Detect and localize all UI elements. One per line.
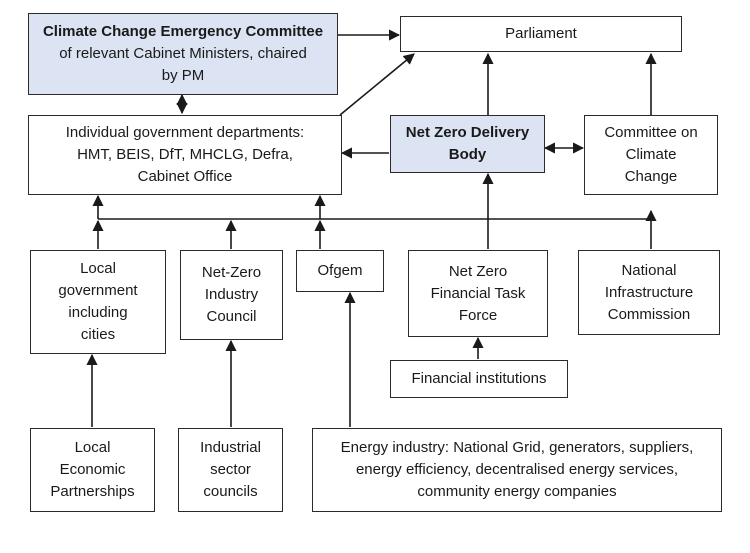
node-committee-on-climate-change: Committee on Climate Change [584,115,718,195]
departments-line-1: Individual government departments: [65,124,305,141]
ccc-line-2: Climate [625,146,677,163]
industrycouncil-line-3: Council [206,308,257,325]
node-ofgem: Ofgem [296,250,384,292]
arrow-departments-to-parliament [339,53,415,116]
taskforce-line-1: Net Zero [448,262,508,280]
energy-line-2: energy efficiency, decentralised energy … [355,461,679,478]
node-local-economic-partnerships: Local Economic Partnerships [30,428,155,512]
nic-line-1: National [621,261,677,279]
node-net-zero-industry-council: Net-Zero Industry Council [180,250,283,340]
node-local-government: Local government including cities [30,250,166,354]
localgov-line-2: government [58,282,138,299]
sectorcouncils-line-1: Industrial [200,439,261,456]
ccec-title: Climate Change Emergency Committee [42,23,324,40]
ccec-line-1: of relevant Cabinet Ministers, chaired [59,45,307,62]
netzero-body-title-2: Body [448,146,487,163]
node-net-zero-delivery-body: Net Zero Delivery Body [390,115,545,173]
node-national-infrastructure-commission: National Infrastructure Commission [578,250,720,335]
industrycouncil-line-1: Net-Zero [201,264,262,281]
taskforce-line-3: Force [458,306,498,324]
ccc-line-1: Committee on [604,124,698,141]
sectorcouncils-line-3: councils [203,483,258,500]
energy-line-3: community energy companies [417,483,617,500]
node-parliament: Parliament [400,16,682,52]
node-industrial-sector-councils: Industrial sector councils [178,428,283,512]
localgov-line-4: cities [80,326,116,343]
taskforce-line-2: Financial Task [430,284,526,302]
node-financial-institutions: Financial institutions [390,360,568,398]
leps-line-1: Local [74,439,111,456]
ofgem-label: Ofgem [317,262,363,279]
localgov-line-3: including [68,304,128,321]
leps-line-3: Partnerships [50,483,135,500]
departments-line-3: Cabinet Office [137,168,233,185]
institutions-label: Financial institutions [411,370,547,387]
departments-line-2: HMT, BEIS, DfT, MHCLG, Defra, [77,146,293,163]
nic-line-3: Commission [607,305,691,323]
node-net-zero-financial-task-force: Net Zero Financial Task Force [408,250,548,337]
netzero-body-title: Net Zero Delivery [405,124,530,141]
node-climate-change-emergency-committee: Climate Change Emergency Committee of re… [28,13,338,95]
ccc-line-3: Change [624,168,678,185]
leps-line-2: Economic [59,461,126,478]
localgov-line-1: Local [80,260,116,277]
parliament-label: Parliament [505,25,577,42]
ccec-line-2: by PM [161,67,205,84]
nic-line-2: Infrastructure [604,283,694,301]
sectorcouncils-line-2: sector [210,461,251,478]
industrycouncil-line-2: Industry [204,286,259,303]
node-government-departments: Individual government departments: HMT, … [28,115,342,195]
node-energy-industry: Energy industry: National Grid, generato… [312,428,722,512]
energy-line-1: Energy industry: National Grid, generato… [340,439,694,456]
